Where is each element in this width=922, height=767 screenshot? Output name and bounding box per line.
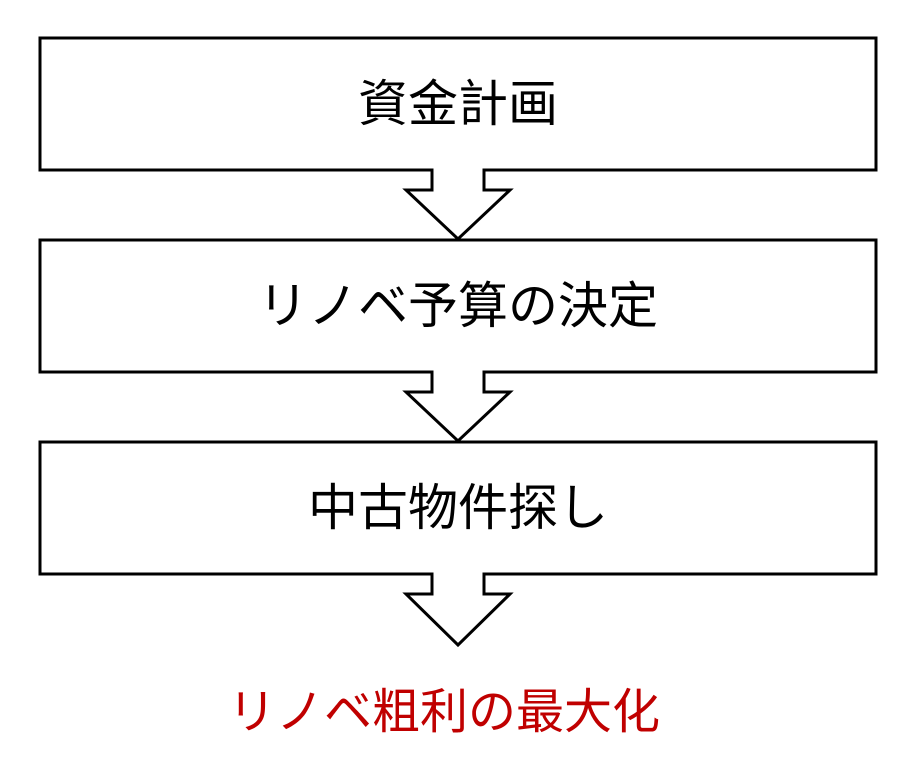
flow-box-step1-label: 資金計画 (358, 76, 558, 132)
flow-result-label: リノベ粗利の最大化 (228, 686, 660, 739)
down-arrow-outline (402, 572, 514, 648)
down-arrow-icon-3 (402, 571, 514, 648)
flow-box-step1 (38, 36, 878, 172)
flow-box-step2 (38, 238, 878, 374)
down-arrow-icon-1 (402, 167, 514, 242)
down-arrow-outline (402, 370, 514, 444)
down-arrow-icon-2 (402, 369, 514, 444)
flow-box-step2-label: リノベ予算の決定 (258, 278, 658, 334)
flow-box-step3-label: 中古物件探し (308, 480, 608, 536)
down-arrow-outline (402, 168, 514, 242)
